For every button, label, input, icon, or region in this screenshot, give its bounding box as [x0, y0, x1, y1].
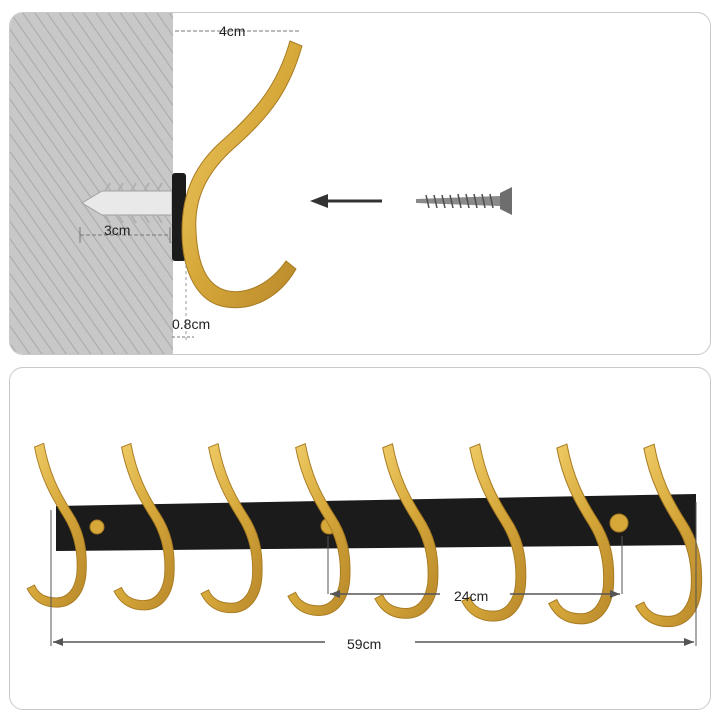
rail-thickness-label: 0.8cm [172, 316, 211, 332]
total-length-label: 59cm [347, 636, 382, 652]
insert-arrow [310, 194, 382, 208]
hook [26, 442, 87, 608]
detail-panel: 4cm 3cm 0.8cm [9, 12, 711, 355]
hook [200, 442, 263, 614]
hook [461, 443, 527, 622]
hook [287, 443, 351, 616]
rail-drawing [26, 442, 703, 646]
detail-drawing [10, 13, 512, 354]
hooks-group [26, 442, 703, 628]
width-label: 4cm [219, 23, 246, 39]
hook-spacing-label: 24cm [454, 588, 489, 604]
hook [113, 442, 175, 611]
wall [10, 13, 173, 354]
rail-panel: 24cm 59cm [9, 367, 711, 710]
hook [634, 443, 703, 628]
hook [548, 443, 615, 625]
hook-side [181, 40, 303, 309]
hook [374, 443, 439, 619]
screw [416, 187, 512, 215]
screw-cap [609, 513, 629, 533]
rail-bar [56, 494, 696, 551]
anchor-depth-label: 3cm [104, 222, 131, 238]
screw-cap [89, 519, 105, 535]
